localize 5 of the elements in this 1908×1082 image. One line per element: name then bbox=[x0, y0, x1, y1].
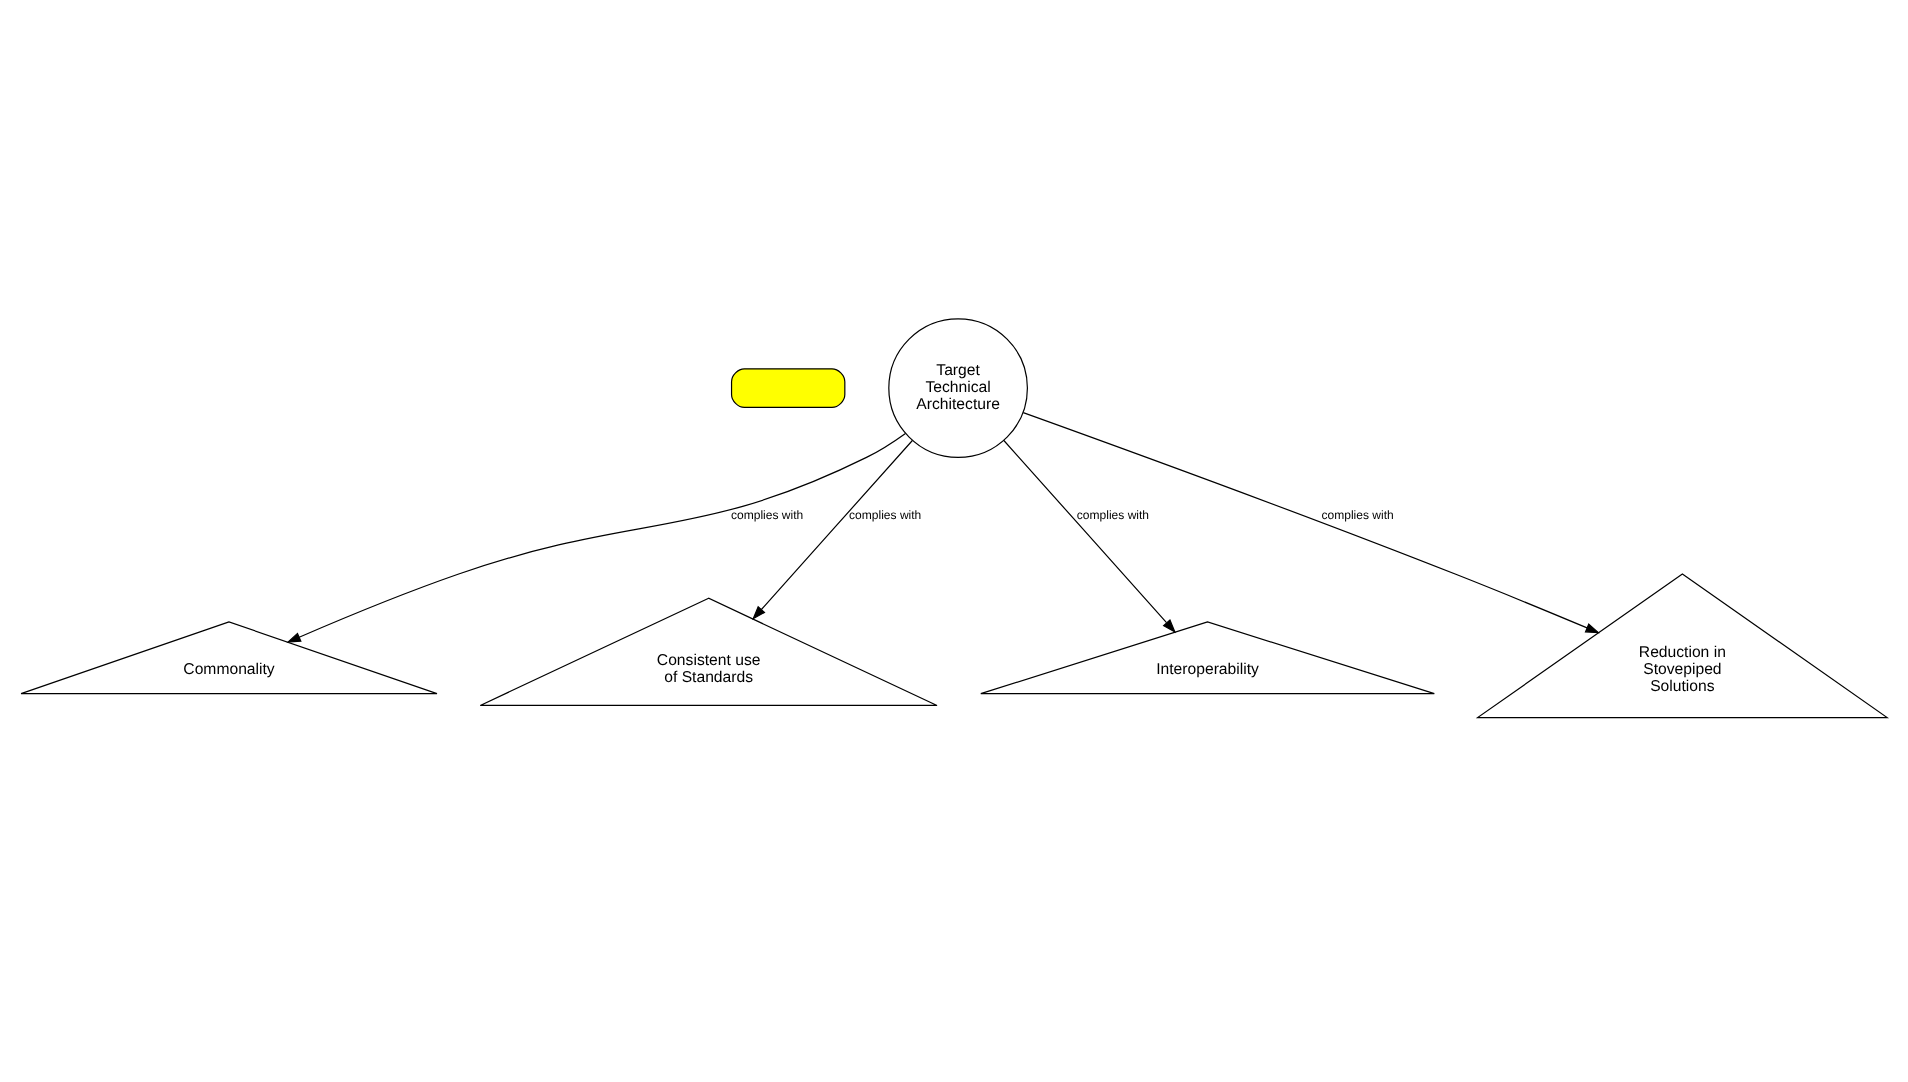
node-callout bbox=[730, 367, 846, 407]
arrow bbox=[286, 431, 907, 642]
arrow bbox=[752, 438, 913, 619]
arrow bbox=[1003, 438, 1177, 633]
arrow bbox=[1022, 411, 1600, 633]
